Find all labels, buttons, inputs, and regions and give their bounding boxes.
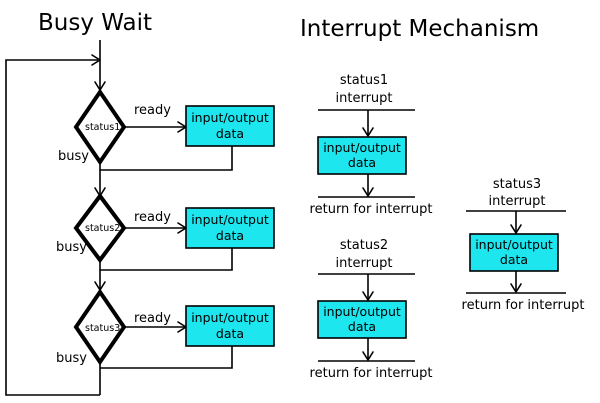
io-box-left-2-line2: data [216, 228, 244, 243]
io-box-left-1-line2: data [216, 126, 244, 141]
handler3-line2: interrupt [489, 194, 546, 209]
handler2-exit-arrowhead [362, 351, 374, 361]
handler3-exit-arrowhead [510, 283, 522, 293]
handler2-return: return for interrupt [310, 366, 433, 381]
handler1-return: return for interrupt [310, 202, 433, 217]
handler2-line2: interrupt [336, 256, 393, 271]
io-box-left-3-line1: input/output [191, 310, 269, 325]
handler2-entry-arrowhead [362, 291, 374, 301]
handler3-return: return for interrupt [462, 298, 585, 313]
io-box-handler-2-line2: data [348, 319, 376, 334]
status3-label: status3 [85, 323, 120, 334]
io-box-handler-3-line1: input/output [475, 237, 553, 252]
status1-label: status1 [85, 122, 120, 133]
handler2-line1: status2 [340, 238, 388, 253]
io-box-left-1-line1: input/output [191, 110, 269, 125]
io-box-left-3-line2: data [216, 326, 244, 341]
ready-label-3: ready [134, 311, 171, 326]
io-box-handler-3 [469, 233, 559, 272]
io-box-handler-3-line2: data [500, 252, 528, 267]
io-box-handler-2 [317, 300, 407, 339]
return-line-2 [100, 248, 233, 271]
io-box-handler-1-line1: input/output [323, 140, 401, 155]
handler1-entry-arrowhead [362, 127, 374, 137]
busy-label-1: busy [58, 149, 89, 164]
io-box-handler-1 [317, 136, 407, 175]
return-line-1 [100, 146, 233, 171]
interrupt-mechanism-title: Interrupt Mechanism [300, 16, 539, 42]
io-box-left-2 [185, 207, 275, 249]
handler1-exit-arrowhead [362, 187, 374, 197]
busy-wait-title: Busy Wait [38, 10, 152, 36]
return-line-3 [100, 346, 233, 369]
io-box-handler-1-line2: data [348, 155, 376, 170]
handler3-line1: status3 [493, 177, 541, 192]
busy-label-2: busy [56, 240, 87, 255]
status2-label: status2 [85, 223, 120, 234]
busy-loop-line [5, 59, 100, 396]
handler3-entry-arrowhead [510, 224, 522, 234]
handler1-line1: status1 [340, 73, 388, 88]
ready-label-2: ready [134, 210, 171, 225]
io-box-left-2-line1: input/output [191, 212, 269, 227]
handler1-line2: interrupt [336, 91, 393, 106]
io-box-left-1 [185, 105, 275, 147]
busy-label-3: busy [56, 351, 87, 366]
io-box-handler-2-line1: input/output [323, 304, 401, 319]
ready-label-1: ready [134, 103, 171, 118]
io-box-left-3 [185, 305, 275, 347]
